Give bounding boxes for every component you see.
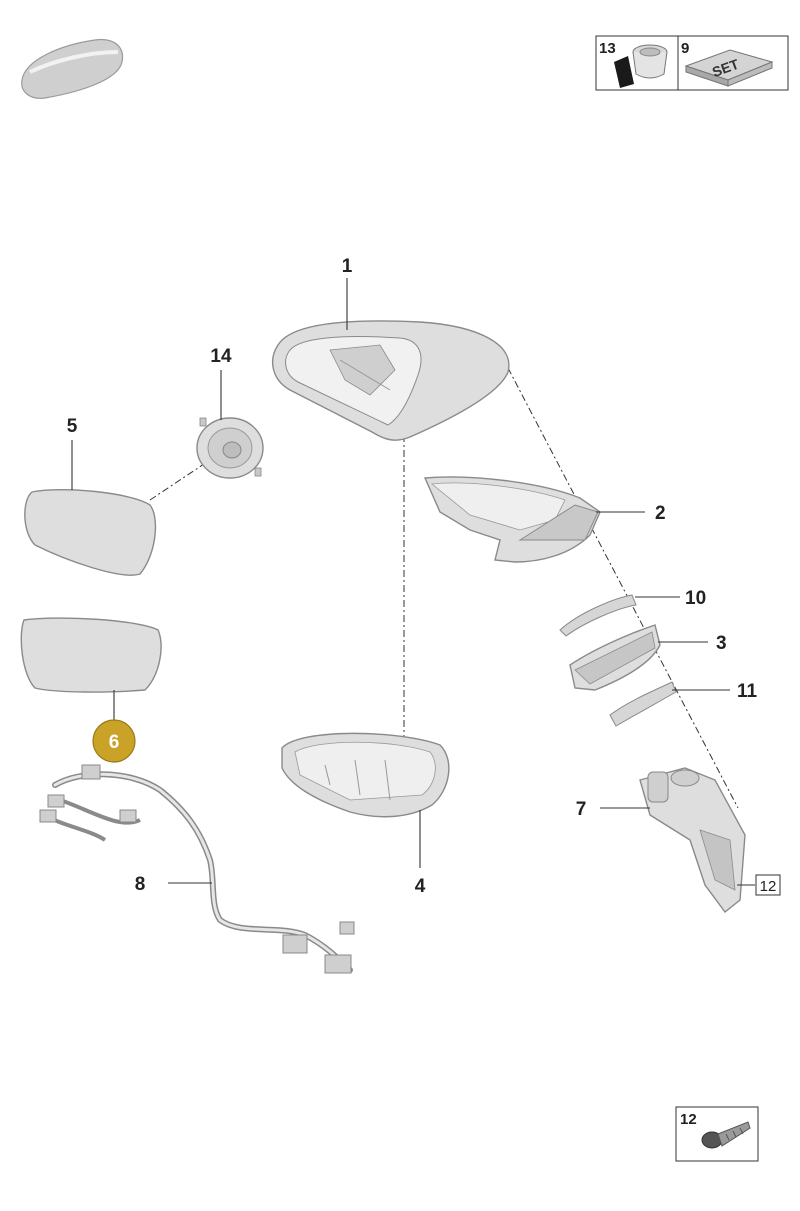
callout-4: 4: [415, 876, 426, 897]
callout-11: 11: [737, 681, 758, 702]
callout-6: 6: [109, 732, 120, 753]
set-box-icon: SET: [684, 49, 774, 87]
mirror-actuator-part: [196, 417, 264, 479]
callout-8: 8: [135, 874, 146, 895]
callout-1: 1: [342, 256, 353, 277]
seal-ring-part: [559, 594, 637, 637]
seal-kit-icon: [614, 44, 668, 88]
callout-6-highlight[interactable]: 6: [92, 719, 136, 763]
light-strip-part: [609, 681, 677, 727]
callout-14: 14: [210, 346, 232, 367]
seal-legend-number: 13: [599, 40, 616, 57]
folding-motor-part: [639, 767, 746, 914]
leader-lines: [71, 278, 755, 886]
callout-7: 7: [576, 799, 587, 820]
screw-legend-box: 12: [675, 1106, 759, 1162]
mirror-base-part: [423, 476, 601, 563]
accessory-legend-box: 13 9 SET: [595, 35, 789, 91]
callout-2: 2: [655, 503, 666, 524]
turn-signal-housing-part: [569, 624, 661, 691]
mirror-glass-alt-part: [20, 617, 162, 693]
mirror-glass-part: [24, 488, 157, 576]
screw-legend-number: 12: [680, 1111, 697, 1128]
vehicle-thumbnail: [21, 38, 124, 99]
callout-3: 3: [716, 633, 727, 654]
mirror-cap-part: [281, 732, 450, 818]
callout-12: 12: [760, 878, 777, 895]
callout-10: 10: [685, 588, 706, 609]
callout-12-box: 12: [755, 874, 781, 896]
screw-icon: [701, 1121, 751, 1149]
callout-5: 5: [67, 416, 78, 437]
set-legend-number: 9: [681, 40, 689, 57]
mirror-housing-part: [271, 320, 510, 441]
wiring-harness-part: [39, 764, 355, 974]
